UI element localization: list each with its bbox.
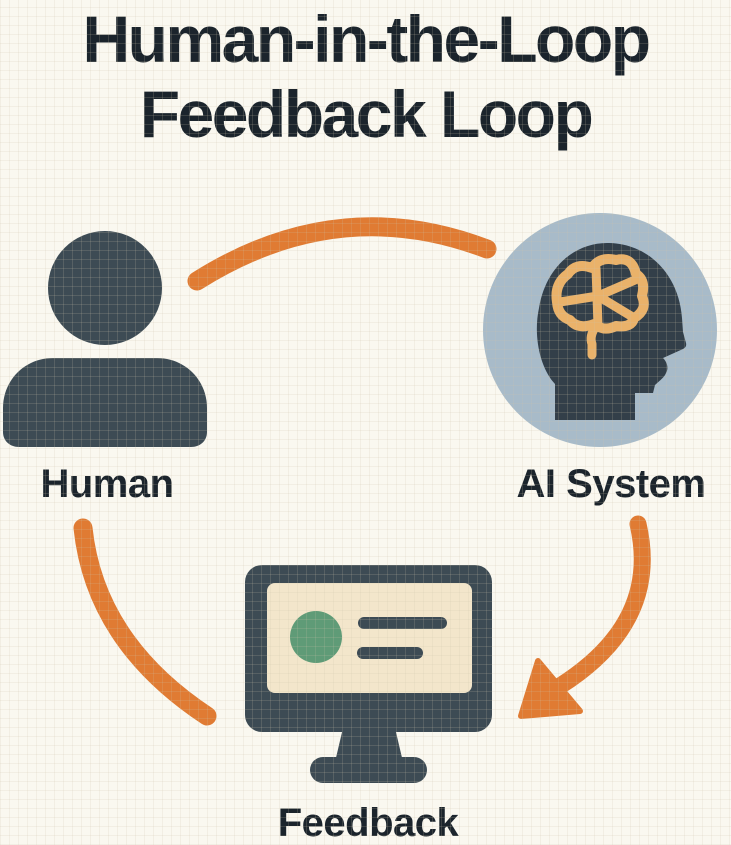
arrow-shaft	[551, 515, 651, 695]
feedback-label: Feedback	[277, 801, 459, 845]
person-body	[3, 358, 207, 447]
brain-stem	[586, 321, 601, 360]
ai-system-label: AI System	[516, 462, 706, 506]
monitor-stand	[335, 728, 403, 762]
head-brain-icon	[483, 213, 717, 447]
human-label: Human	[40, 462, 174, 506]
arrowhead	[518, 658, 583, 719]
screen-text-line-1	[358, 617, 447, 629]
screen-avatar-dot	[290, 611, 342, 663]
monitor-base	[310, 757, 427, 783]
page-title: Human-in-the-Loop Feedback Loop	[0, 2, 731, 152]
brain-divider-lower-right	[593, 291, 636, 321]
monitor-icon	[245, 565, 492, 783]
curved-arrow-feedback-to-human	[73, 518, 217, 726]
brain-outline	[551, 254, 649, 334]
title-line-2: Feedback Loop	[139, 77, 594, 152]
title-line-1: Human-in-the-Loop	[82, 2, 651, 76]
brain-divider-upper-right	[593, 275, 640, 301]
brain-divider-left	[555, 291, 603, 307]
person-icon	[3, 231, 207, 447]
curved-arrow-human-to-ai	[187, 217, 497, 291]
person-head	[48, 231, 162, 345]
screen-text-line-2	[357, 647, 423, 659]
brain-glyph	[551, 254, 649, 360]
curved-arrow-ai-to-feedback	[518, 515, 651, 719]
monitor-screen	[267, 583, 472, 693]
